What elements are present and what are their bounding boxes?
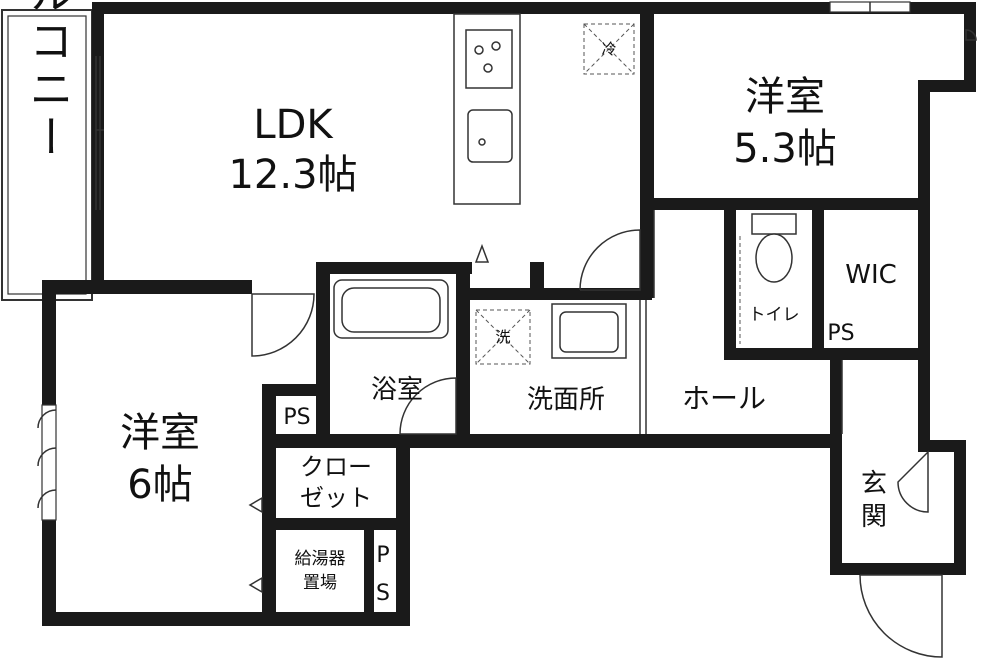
- bath-label: 浴室: [371, 375, 423, 405]
- ldk-name: LDK: [253, 102, 334, 148]
- fridge-space: [583, 23, 635, 75]
- bedroom2-name: 洋室: [120, 410, 200, 456]
- wic-label: WIC: [845, 260, 897, 290]
- bedroom2-size: 6帖: [127, 462, 192, 508]
- door-entrance: [859, 574, 943, 658]
- toilet-tank: [751, 213, 797, 235]
- water-heater-label-2: 置場: [303, 573, 337, 593]
- closet-label-2: ゼット: [300, 484, 372, 512]
- ps-label-2: PS: [827, 321, 854, 346]
- door-ldk: [579, 229, 641, 291]
- washer-space: [475, 309, 531, 365]
- door-bath: [399, 377, 457, 435]
- ps-label-3-bottom: S: [376, 581, 390, 606]
- toilet-label: トイレ: [749, 305, 800, 325]
- door-bedroom-6: [251, 293, 315, 357]
- hall-label: ホール: [682, 382, 766, 415]
- water-heater-label-1: 給湯器: [295, 549, 346, 569]
- toilet-bowl: [755, 233, 793, 283]
- balcony-label: バルコニー: [22, 0, 73, 162]
- entrance-label-2: 関: [861, 502, 887, 532]
- bedroom1-size: 5.3帖: [733, 126, 837, 172]
- entrance-label-1: 玄: [861, 469, 887, 499]
- washer-symbol: 洗: [495, 328, 510, 346]
- balcony-area: [1, 9, 93, 301]
- washroom-label: 洗面所: [527, 385, 605, 415]
- ldk-size: 12.3帖: [228, 152, 357, 198]
- closet-label-1: クロー: [300, 453, 372, 481]
- fridge-symbol: 冷: [601, 40, 616, 58]
- bedroom1-name: 洋室: [745, 74, 825, 120]
- ps-label-3-top: P: [376, 543, 389, 568]
- ps-label-1: PS: [283, 405, 310, 430]
